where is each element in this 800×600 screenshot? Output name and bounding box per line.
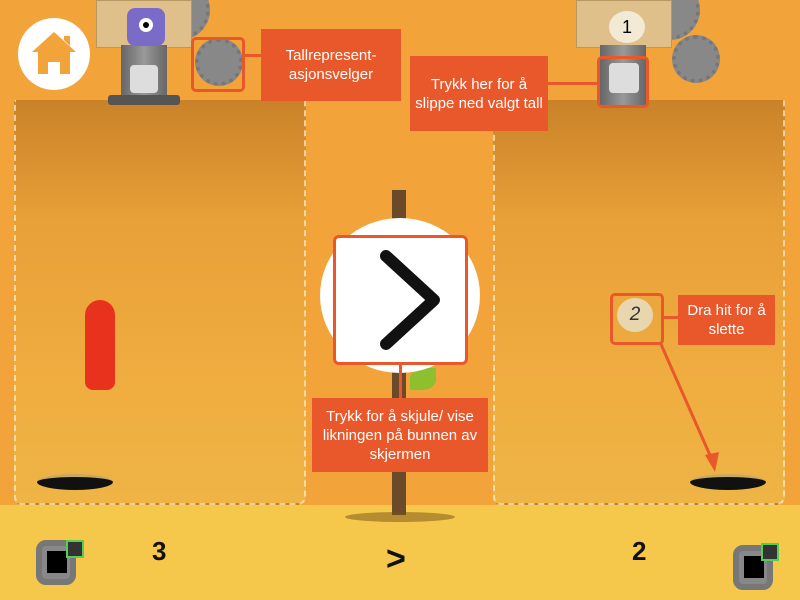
drop-button-right[interactable] bbox=[609, 63, 639, 93]
comparison-sign: > bbox=[386, 540, 406, 578]
connector-line bbox=[245, 54, 261, 57]
leaf bbox=[410, 368, 436, 390]
number-display: 1 bbox=[609, 11, 645, 43]
connector-line bbox=[548, 82, 598, 85]
home-button[interactable] bbox=[18, 18, 90, 90]
selected-representation-icon bbox=[127, 8, 165, 46]
left-panel bbox=[14, 100, 306, 505]
machine-base bbox=[108, 95, 180, 105]
robot-left bbox=[28, 530, 88, 585]
annotation-selector: Tallrepresent- asjonsvelger bbox=[261, 29, 401, 101]
left-count: 3 bbox=[152, 536, 167, 566]
selector-highlight bbox=[191, 37, 245, 92]
representation-selector-gear[interactable] bbox=[195, 38, 243, 86]
home-icon bbox=[32, 32, 76, 74]
hole-left bbox=[37, 474, 113, 490]
drop-button-left[interactable] bbox=[130, 65, 158, 93]
greater-than-icon bbox=[380, 250, 440, 350]
annotation-toggle: Trykk for å skjule/ vise likningen på bu… bbox=[312, 398, 488, 472]
representation-selector-gear[interactable] bbox=[672, 35, 720, 83]
token-highlight bbox=[610, 293, 664, 345]
arrow-to-hole bbox=[658, 341, 719, 472]
right-count: 2 bbox=[632, 536, 647, 566]
annotation-drop: Trykk her for å slippe ned valgt tall bbox=[410, 56, 548, 131]
toggle-equation-button[interactable] bbox=[333, 235, 468, 365]
drop-highlight bbox=[597, 56, 649, 108]
tree-shadow bbox=[345, 512, 455, 522]
hole-right-delete[interactable] bbox=[690, 474, 766, 490]
robot-right bbox=[725, 535, 785, 590]
connector-line bbox=[399, 365, 402, 398]
number-token[interactable]: 2 bbox=[617, 298, 653, 332]
connector-line bbox=[664, 316, 678, 319]
worm-character bbox=[85, 300, 115, 390]
annotation-delete: Dra hit for å slette bbox=[678, 295, 775, 345]
